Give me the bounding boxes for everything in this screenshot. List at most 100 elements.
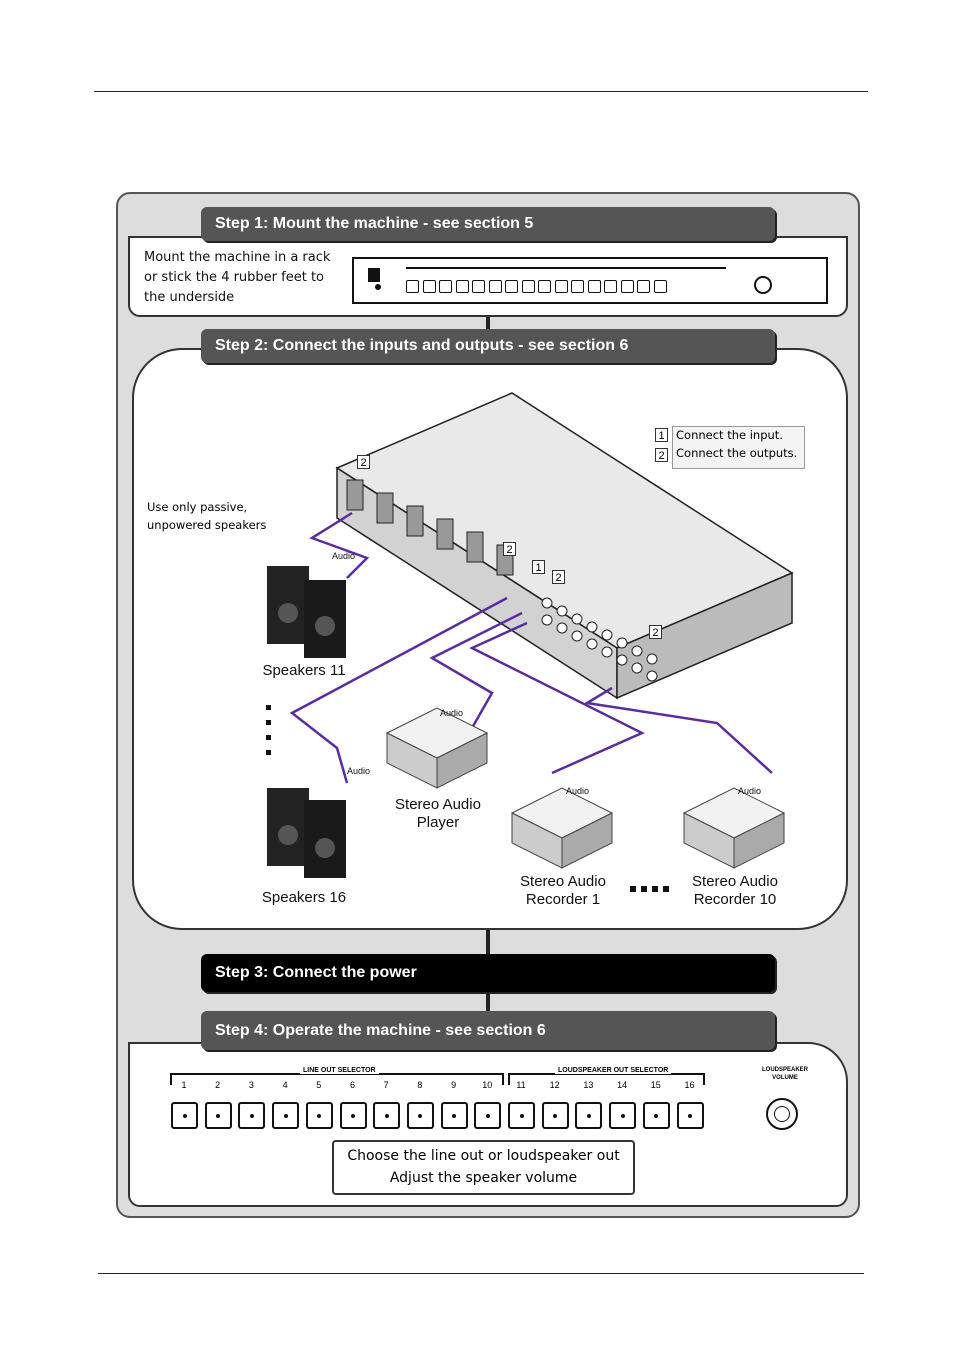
loudspeaker-selector-label: Loudspeaker Out Selector bbox=[555, 1067, 672, 1074]
selector-number: 13 bbox=[583, 1080, 594, 1090]
selector-number: 2 bbox=[215, 1080, 221, 1090]
recorder1-device-icon bbox=[510, 787, 614, 869]
front-panel-button bbox=[620, 280, 634, 293]
audio-label-5: Audio bbox=[738, 786, 762, 796]
selector-button-1[interactable] bbox=[171, 1102, 198, 1129]
selector-number: 16 bbox=[684, 1080, 695, 1090]
front-panel-button bbox=[505, 280, 518, 293]
front-panel-button bbox=[488, 280, 502, 293]
speakers-bottom-label: Speakers 16 bbox=[261, 889, 347, 906]
unit-side-face bbox=[616, 571, 793, 700]
selector-number: 11 bbox=[516, 1080, 526, 1090]
line-out-bracket bbox=[170, 1073, 504, 1085]
recorder10-label: Stereo Audio Recorder 10 bbox=[675, 873, 795, 909]
connector-1-2 bbox=[486, 317, 490, 329]
loudspeaker-volume-label: Loudspeaker Volume bbox=[755, 1066, 815, 1082]
callout-2-c: 2 bbox=[552, 570, 565, 584]
callout-1: 1 bbox=[532, 560, 545, 574]
selector-number: 7 bbox=[383, 1080, 389, 1090]
audio-label-1: Audio bbox=[332, 551, 356, 561]
recorder10-line1: Stereo Audio bbox=[692, 873, 778, 890]
front-panel-button bbox=[571, 280, 584, 293]
front-panel-button bbox=[406, 280, 419, 293]
selector-button-8[interactable] bbox=[406, 1102, 434, 1129]
front-panel-button bbox=[604, 280, 617, 293]
step4-line1: Choose the line out or loudspeaker out bbox=[347, 1148, 620, 1164]
selector-number: 5 bbox=[316, 1080, 322, 1090]
selector-number: 6 bbox=[349, 1080, 355, 1090]
recorder10-device-icon bbox=[682, 787, 786, 869]
loudspeaker-bracket bbox=[508, 1073, 705, 1085]
selector-button-7[interactable] bbox=[373, 1102, 401, 1129]
front-panel-button bbox=[455, 280, 469, 293]
front-panel-button bbox=[439, 280, 452, 293]
knob-inner-icon bbox=[774, 1106, 790, 1122]
legend-text-2: Connect the outputs. bbox=[676, 446, 798, 460]
recorder10-line2: Recorder 10 bbox=[693, 891, 777, 908]
selector-button-3[interactable] bbox=[238, 1102, 266, 1129]
audio-cables bbox=[289, 511, 773, 784]
front-panel-device bbox=[352, 257, 828, 304]
selector-number: 14 bbox=[617, 1080, 628, 1090]
audio-label-2: Audio bbox=[347, 766, 371, 776]
logo-icon bbox=[368, 268, 380, 282]
audio-label-4: Audio bbox=[566, 786, 590, 796]
step1-bar: Step 1: Mount the machine - see section … bbox=[201, 207, 775, 241]
speakers-bottom-icon bbox=[267, 788, 346, 878]
front-panel-button bbox=[587, 280, 601, 293]
footer-rule bbox=[98, 1273, 864, 1274]
selector-bracket bbox=[406, 267, 726, 269]
step4-instructions: Choose the line out or loudspeaker out A… bbox=[332, 1140, 635, 1195]
front-panel-button bbox=[538, 280, 551, 293]
volume-knob[interactable] bbox=[766, 1098, 798, 1130]
selector-button-15[interactable] bbox=[642, 1102, 670, 1129]
legend-box bbox=[672, 426, 805, 469]
step4-bar: Step 4: Operate the machine - see sectio… bbox=[201, 1011, 775, 1050]
selector-button-13[interactable] bbox=[575, 1102, 603, 1129]
callout-2-b: 2 bbox=[503, 542, 516, 556]
header-rule bbox=[94, 91, 868, 92]
front-panel-button bbox=[422, 280, 436, 293]
selector-number: 9 bbox=[451, 1080, 457, 1090]
volume-label-line2: Volume bbox=[772, 1075, 798, 1081]
front-panel-button bbox=[554, 280, 568, 293]
front-panel-button bbox=[653, 280, 667, 293]
speakers-top-label: Speakers 11 bbox=[262, 662, 346, 679]
callout-2-a: 2 bbox=[357, 455, 370, 469]
volume-knob-icon bbox=[754, 276, 772, 294]
selector-number: 4 bbox=[282, 1080, 288, 1090]
selector-button-6[interactable] bbox=[339, 1102, 367, 1129]
selector-button-9[interactable] bbox=[440, 1102, 468, 1129]
selector-button-11[interactable] bbox=[508, 1102, 535, 1129]
legend-num-2: 2 bbox=[655, 448, 668, 462]
player-line1: Stereo Audio bbox=[395, 796, 481, 813]
recorder1-line2: Recorder 1 bbox=[525, 891, 601, 908]
selector-button-2[interactable] bbox=[204, 1102, 232, 1129]
audio-label-3: Audio bbox=[440, 708, 464, 718]
rca-jacks bbox=[541, 597, 658, 682]
step1-line2: or stick the 4 rubber feet to bbox=[144, 270, 325, 285]
step3-bar: Step 3: Connect the power bbox=[201, 954, 775, 992]
speaker-warning: Use only passive, unpowered speakers bbox=[147, 498, 266, 534]
front-panel-button bbox=[637, 280, 650, 293]
selector-button-16[interactable] bbox=[676, 1102, 704, 1129]
selector-button-12[interactable] bbox=[541, 1102, 569, 1129]
player-device-icon bbox=[385, 707, 489, 789]
selector-number: 15 bbox=[650, 1080, 661, 1090]
recorder1-line1: Stereo Audio bbox=[520, 873, 606, 890]
selector-button-4[interactable] bbox=[272, 1102, 300, 1129]
legend-num-1: 1 bbox=[655, 428, 668, 442]
step1-line3: the underside bbox=[144, 290, 235, 305]
step1-instructions: Mount the machine in a rack or stick the… bbox=[144, 248, 330, 308]
line-out-selector-label: Line Out Selector bbox=[300, 1067, 379, 1074]
selector-button-10[interactable] bbox=[474, 1102, 502, 1129]
speakers-top-icon bbox=[267, 566, 346, 658]
connector-2-3 bbox=[486, 930, 490, 954]
step2-bar: Step 2: Connect the inputs and outputs -… bbox=[201, 329, 775, 363]
selector-button-14[interactable] bbox=[609, 1102, 637, 1129]
step1-line1: Mount the machine in a rack bbox=[144, 250, 331, 265]
vertical-ellipsis bbox=[266, 705, 271, 755]
volume-label-line1: Loudspeaker bbox=[761, 1067, 808, 1073]
selector-number: 8 bbox=[417, 1080, 423, 1090]
selector-button-5[interactable] bbox=[305, 1102, 333, 1129]
